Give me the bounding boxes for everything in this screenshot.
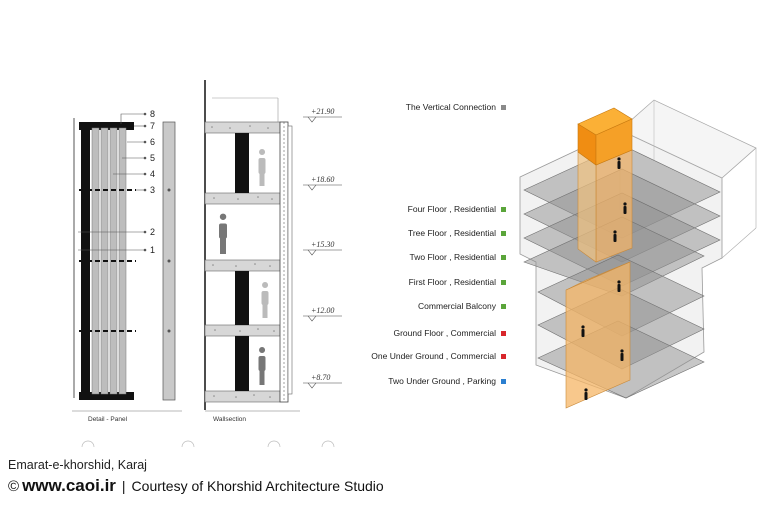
isometric-building [519, 99, 757, 409]
legend-item-swatch [501, 206, 506, 212]
legend-item-label: Ground Floor , Commercial [393, 328, 496, 338]
wallsection-title: Wallsection [213, 416, 246, 423]
legend-item-swatch [501, 230, 506, 236]
legend-item-swatch [501, 279, 506, 285]
legend-item-label: First Floor , Residential [408, 277, 496, 287]
legend-item: First Floor , Residential [409, 276, 506, 288]
legend-item: Ground Floor , Commercial [393, 327, 506, 339]
legend-item: One Under Ground , Commercial [371, 350, 506, 362]
legend-item-label: Tree Floor , Residential [407, 228, 496, 238]
level-15-30: +15.30 [311, 240, 334, 249]
legend-item-swatch [501, 254, 506, 260]
level-12-00: +12.00 [311, 306, 334, 315]
credit-line: © www.caoi.ir | Courtesy of Khorshid Arc… [8, 476, 384, 496]
legend-item-swatch [501, 353, 506, 359]
callout-6: 6 [150, 137, 155, 147]
legend-item-swatch [501, 378, 506, 384]
legend-item-label: Commercial Balcony [418, 301, 496, 311]
callout-3: 3 [150, 185, 155, 195]
legend-item: Two Under Ground , Parking [388, 375, 506, 387]
callout-5: 5 [150, 153, 155, 163]
legend-title: The Vertical Connection [406, 101, 506, 113]
legend-item-label: Four Floor , Residential [407, 204, 496, 214]
site-link[interactable]: www.caoi.ir [22, 476, 116, 495]
detail-panel-drawing: 8 7 6 5 4 3 2 1 Detail - Panel [72, 109, 195, 448]
legend-item-label: Two Under Ground , Parking [388, 376, 496, 386]
legend-item: Commercial Balcony [418, 300, 506, 312]
callout-4: 4 [150, 169, 155, 179]
callout-8: 8 [150, 109, 155, 119]
callout-1: 1 [150, 245, 155, 255]
legend-item-label: One Under Ground , Commercial [371, 351, 496, 361]
callout-7: 7 [150, 121, 155, 131]
legend-item-label: Two Floor , Residential [409, 252, 496, 262]
level-8-70: +8.70 [311, 373, 330, 382]
copyright-symbol: © [8, 478, 20, 495]
credit-text: Courtesy of Khorshid Architecture Studio [131, 478, 384, 494]
legend-item-swatch [501, 303, 506, 309]
wallsection-drawing: +21.90 +18.60 +15.30 +12.00 +8.70 Wallse… [204, 80, 342, 448]
detail-panel-title: Detail - Panel [88, 416, 128, 423]
legend-item: Tree Floor , Residential [408, 227, 506, 239]
legend-item-swatch [501, 330, 506, 336]
legend-title-text: The Vertical Connection [405, 102, 496, 112]
callout-2: 2 [150, 227, 155, 237]
level-18-60: +18.60 [311, 175, 334, 184]
level-21-90: +21.90 [311, 107, 334, 116]
legend-item: Four Floor , Residential [408, 203, 506, 215]
credit-separator: | [121, 478, 126, 494]
legend-title-swatch [501, 104, 506, 110]
legend-item: Two Floor , Residential [410, 251, 506, 263]
project-caption: Emarat-e-khorshid, Karaj [8, 458, 147, 472]
